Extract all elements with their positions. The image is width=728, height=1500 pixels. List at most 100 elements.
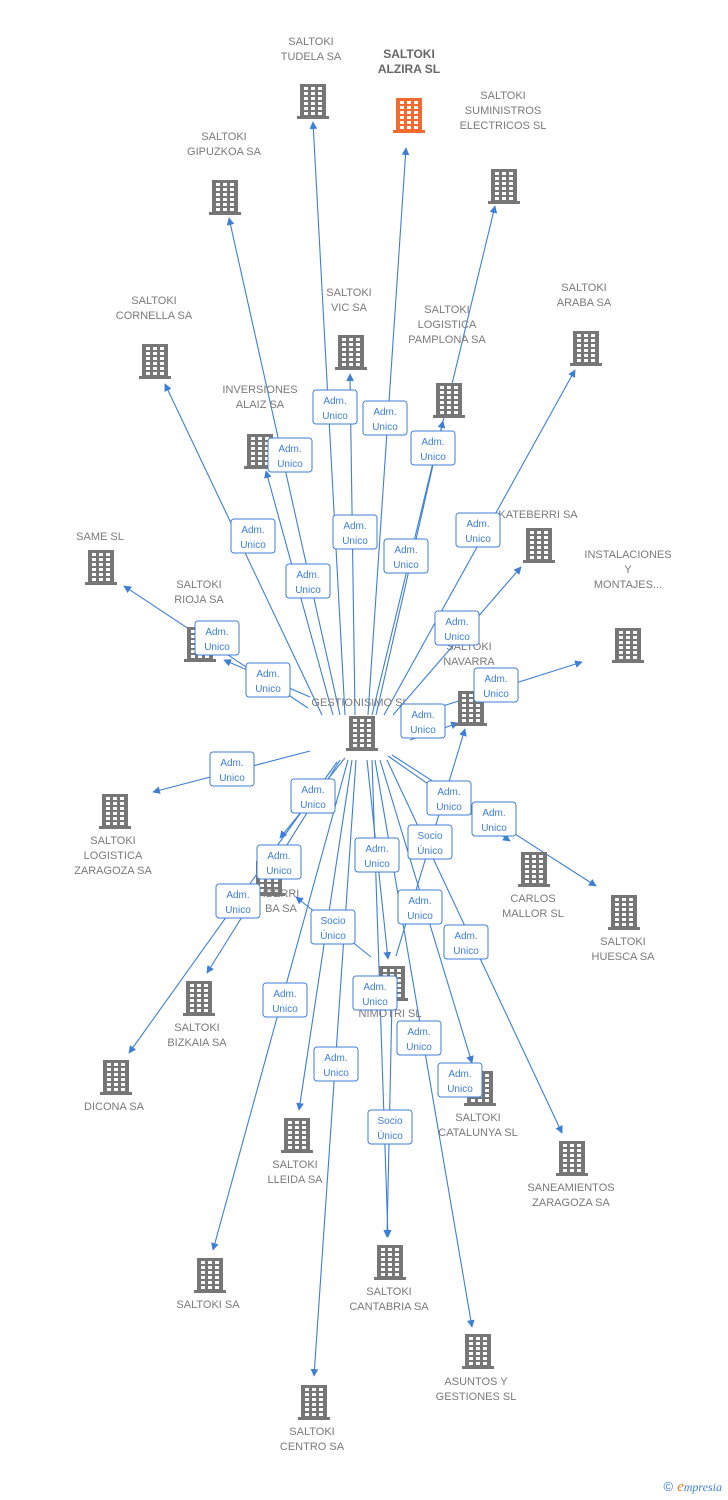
company-node-gestionisimo[interactable]: GESTIONISIMO SL (311, 697, 409, 751)
role-badge-box (383, 538, 429, 574)
role-badge-box (352, 975, 398, 1011)
role-badge-box (267, 437, 313, 473)
role-badge-box (313, 1046, 359, 1082)
building-icon[interactable] (85, 550, 117, 585)
role-badge-text: Adm. (363, 982, 386, 993)
building-icon[interactable] (608, 895, 640, 930)
building-icon[interactable] (612, 628, 644, 663)
role-badge[interactable]: Adm.Unico (397, 889, 443, 925)
role-badge[interactable]: Adm.Unico (410, 430, 456, 466)
company-name-label: SALTOKI (131, 295, 176, 307)
role-badge[interactable]: Adm.Unico (455, 512, 501, 548)
role-badge-text: Unico (255, 684, 281, 695)
building-icon[interactable] (335, 335, 367, 370)
role-badge[interactable]: Adm.Unico (471, 801, 517, 837)
building-icon[interactable] (281, 1118, 313, 1153)
role-badge[interactable]: Adm.Unico (437, 1062, 483, 1098)
role-badge[interactable]: Adm.Unico (290, 778, 336, 814)
role-badge-text: Unico (364, 859, 390, 870)
company-node-dicona[interactable]: DICONA SA (84, 1060, 145, 1113)
role-badge[interactable]: Adm.Unico (256, 844, 302, 880)
role-badge[interactable]: Adm.Unico (396, 1020, 442, 1056)
building-icon[interactable] (462, 1334, 494, 1369)
role-badge-text: Adm. (273, 989, 296, 1000)
role-badge[interactable]: Adm.Unico (362, 400, 408, 436)
role-badge[interactable]: Adm.Unico (215, 883, 261, 919)
building-icon[interactable] (433, 383, 465, 418)
role-badge[interactable]: Adm.Unico (473, 667, 519, 703)
building-icon[interactable] (556, 1141, 588, 1176)
role-badge[interactable]: Adm.Unico (267, 437, 313, 473)
role-badge[interactable]: Adm.Unico (383, 538, 429, 574)
role-badge-text: Socio (417, 831, 442, 842)
role-badge[interactable]: Adm.Unico (194, 620, 240, 656)
building-icon[interactable] (139, 344, 171, 379)
role-badge[interactable]: Adm.Unico (434, 610, 480, 646)
role-badge-box (455, 512, 501, 548)
role-badge[interactable]: Adm.Unico (312, 389, 358, 425)
building-icon[interactable] (488, 169, 520, 204)
building-icon[interactable] (298, 1385, 330, 1420)
building-icon[interactable] (570, 331, 602, 366)
role-badge-text: Adm. (324, 1053, 347, 1064)
role-badge[interactable]: Adm.Unico (245, 662, 291, 698)
role-badge[interactable]: Adm.Unico (209, 751, 255, 787)
building-icon[interactable] (100, 1060, 132, 1095)
role-badge-box (367, 1109, 413, 1145)
role-badge-text: Unico (322, 411, 348, 422)
company-node-saltokisa[interactable]: SALTOKI SA (176, 1258, 240, 1311)
role-badge-text: Adm. (365, 844, 388, 855)
building-icon[interactable] (209, 180, 241, 215)
company-name-label: SALTOKI (174, 1022, 219, 1034)
building-icon[interactable] (523, 528, 555, 563)
role-badge[interactable]: Adm.Unico (332, 514, 378, 550)
building-icon[interactable] (346, 716, 378, 751)
role-badge[interactable]: Adm.Unico (230, 518, 276, 554)
role-badge[interactable]: Adm.Unico (400, 703, 446, 739)
building-icon[interactable] (194, 1258, 226, 1293)
building-icon[interactable] (297, 84, 329, 119)
role-badge[interactable]: Adm.Unico (313, 1046, 359, 1082)
role-badge-box (443, 924, 489, 960)
role-badge[interactable]: Adm.Unico (285, 563, 331, 599)
building-icon[interactable] (183, 981, 215, 1016)
building-icon[interactable] (518, 852, 550, 887)
building-icon[interactable] (374, 1245, 406, 1280)
company-name-label: ALZIRA SL (378, 62, 440, 76)
role-badge-text: Unico (393, 560, 419, 571)
footer-brand[interactable]: ©empresia (664, 1479, 723, 1496)
copyright-symbol: © (663, 1479, 674, 1494)
building-icon[interactable] (393, 98, 425, 133)
company-node-kateberri[interactable]: KATEBERRI SA (498, 509, 578, 563)
role-badge[interactable]: Adm. Unico (354, 837, 400, 873)
role-badge[interactable]: Adm.Unico (352, 975, 398, 1011)
role-badge[interactable]: Adm.Unico (426, 780, 472, 816)
role-badge[interactable]: Adm.Unico (262, 982, 308, 1018)
role-badge-text: Unico (420, 452, 446, 463)
company-node-same[interactable]: SAME SL (76, 531, 124, 585)
building-icon[interactable] (99, 794, 131, 829)
company-node-instalaciones[interactable]: INSTALACIONESYMONTAJES... (584, 549, 672, 663)
role-badge[interactable]: Adm.Unico (443, 924, 489, 960)
